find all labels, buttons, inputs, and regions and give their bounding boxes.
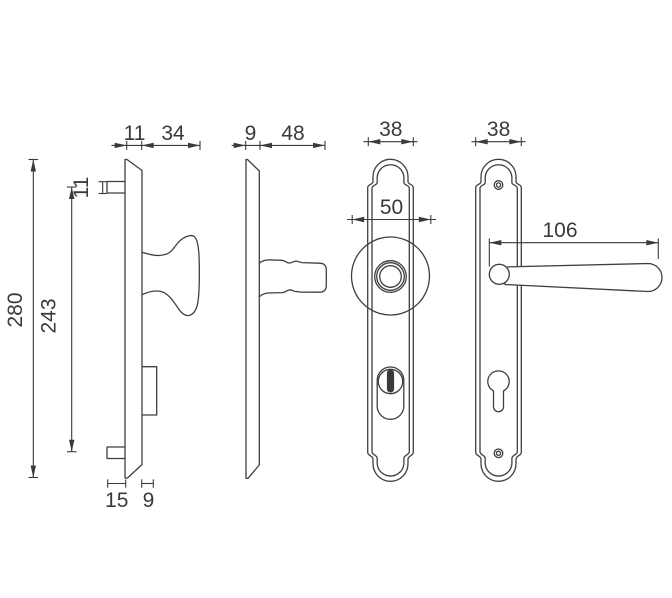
dim-plate-width-knob: 38 — [363, 118, 418, 147]
dim-bottom-tab-thickness: 9 — [143, 489, 155, 512]
dim-bottom-tabs: 15 9 — [105, 479, 154, 512]
cylinder-cover-stadium — [376, 366, 405, 420]
dim-rose-diameter: 50 — [347, 196, 436, 224]
euro-cylinder-cutout — [487, 370, 510, 413]
lever-handle-neck — [488, 263, 510, 285]
plate3-inner-outline — [371, 164, 410, 477]
dim-fixing-distance: 243 — [38, 186, 77, 453]
bottom-fixing-tab — [106, 446, 126, 460]
dim-group-plate1: 11 34 — [111, 122, 201, 150]
top-fixing-tab — [106, 180, 126, 194]
plate-side-profile-1 — [124, 158, 143, 479]
cylinder-housing-side — [141, 366, 158, 416]
dim-plate2-thickness: 9 — [245, 122, 257, 145]
dim-group-plate2: 9 48 — [231, 122, 326, 150]
view-front-knob-plate — [350, 158, 431, 482]
dim-plate1-thickness: 11 — [124, 122, 146, 145]
dim-rose-diameter-text: 50 — [380, 196, 403, 219]
knob-ring-outer — [374, 260, 407, 293]
dim-top-tab: 11 — [70, 177, 107, 199]
view-side-knob — [106, 158, 200, 479]
knob-rose-circle — [350, 236, 431, 316]
dim-overall-height: 280 — [4, 158, 39, 479]
dim-handle-projection: 48 — [281, 122, 304, 145]
dim-plate-height: 280 — [4, 292, 27, 327]
screw-hole-top-outer — [493, 180, 504, 190]
cylinder-cover-circle — [377, 368, 404, 395]
lever-handle-grip — [503, 262, 663, 293]
plate-side-profile-2 — [245, 158, 260, 479]
plate4-inner-outline — [479, 164, 518, 477]
view-side-lever — [245, 158, 327, 479]
dim-bottom-tab-length: 15 — [105, 489, 128, 512]
dim-fixing-distance-text: 243 — [38, 298, 61, 333]
cylinder-slot — [386, 369, 395, 393]
plate3-outer-outline — [367, 158, 414, 482]
dim-plate-width-lever-view: 38 — [487, 118, 510, 141]
dim-handle-length-text: 106 — [542, 219, 577, 242]
screw-hole-bottom-outer — [493, 448, 504, 459]
knob-side-profile — [141, 234, 200, 317]
dim-knob-projection: 34 — [161, 122, 185, 145]
screw-hole-bottom-inner — [495, 450, 502, 457]
dim-top-tab-height: 11 — [70, 177, 93, 199]
dim-plate-width-lever: 38 — [471, 118, 526, 147]
view-front-lever-plate — [475, 158, 663, 482]
dim-handle-length: 106 — [488, 219, 659, 267]
handle-neck-side-profile — [258, 259, 327, 298]
dim-plate-width-knob-view: 38 — [379, 118, 402, 141]
knob-ring-mid — [376, 262, 405, 291]
plate4-outer-outline — [475, 158, 522, 482]
screw-hole-top-inner — [495, 182, 502, 188]
knob-ring-inner — [379, 265, 402, 288]
